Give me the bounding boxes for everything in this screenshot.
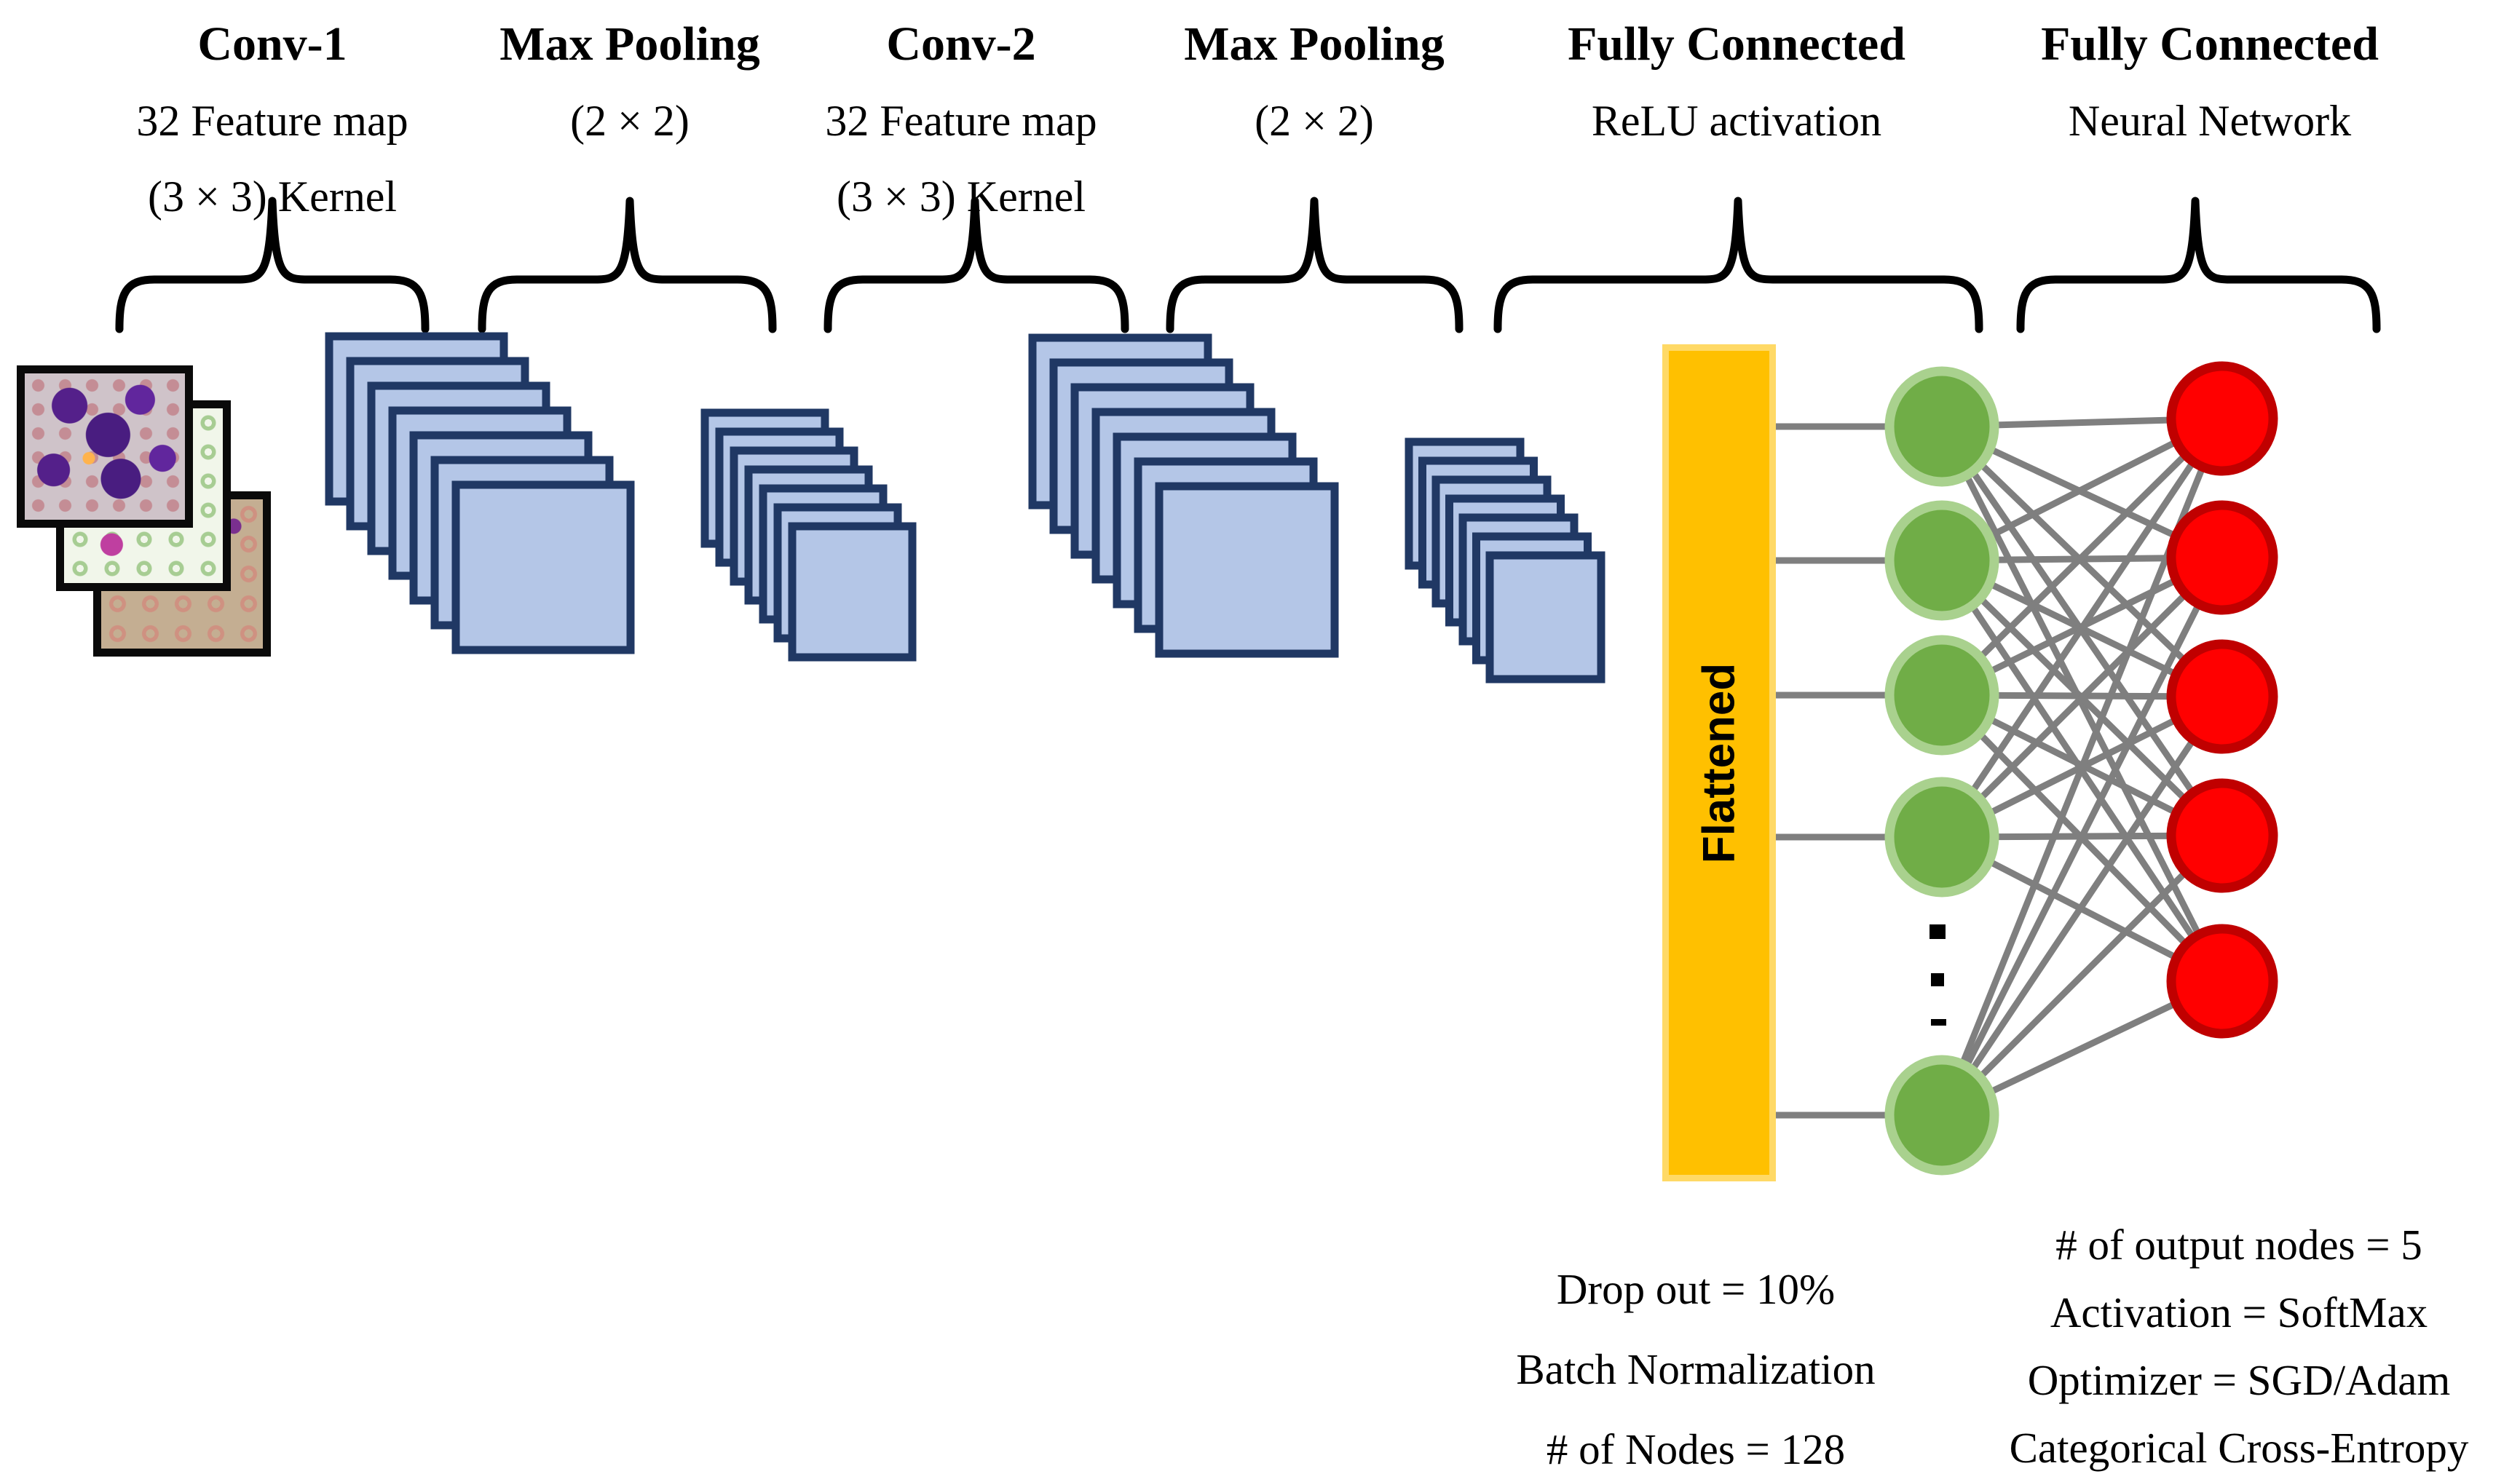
stage-subtitle: 32 Feature map — [825, 97, 1097, 145]
hidden-to-output-connection — [1939, 555, 2225, 840]
output-layer-notes: # of output nodes = 5 Activation = SoftM… — [1911, 1211, 2520, 1474]
stage-title: Fully Connected — [1568, 17, 1905, 71]
note-line: Drop out = 10% — [1556, 1265, 1836, 1313]
stage-subtitle: ReLU activation — [1591, 97, 1882, 145]
stage-subtitle: (3 × 3) Kernel — [147, 173, 398, 221]
label-maxpool2: Max Pooling (2 × 2) — [1038, 6, 1591, 159]
hidden-layer-ellipsis-mark — [1931, 973, 1944, 986]
stage-title: Max Pooling — [1184, 17, 1445, 71]
stage-subtitle: (3 × 3) Kernel — [836, 173, 1086, 221]
maxpool1-feature-map — [788, 522, 917, 662]
label-conv1: Conv-1 32 Feature map (3 × 3) Kernel — [0, 6, 549, 234]
stage-brace — [2016, 197, 2381, 333]
hidden-to-output-connection — [1938, 424, 2226, 983]
hidden-node — [1884, 366, 1999, 487]
stage-brace — [823, 197, 1129, 333]
hidden-to-output-connection — [1939, 833, 2225, 1118]
hidden-node — [1884, 1055, 1999, 1176]
label-fully-connected-relu: Fully Connected ReLU activation — [1460, 6, 2013, 159]
label-fully-connected-output: Fully Connected Neural Network — [1933, 6, 2487, 159]
conv1-feature-map — [451, 480, 635, 654]
stage-subtitle: Neural Network — [2068, 97, 2352, 145]
maxpool2-feature-map — [1485, 551, 1605, 683]
hidden-to-output-connection — [1939, 694, 2225, 1117]
note-line: Activation = SoftMax — [2050, 1288, 2428, 1336]
dense-layer-notes: Drop out = 10% Batch Normalization # of … — [1368, 1249, 2023, 1474]
stage-title: Max Pooling — [499, 17, 760, 71]
stage-subtitle: (2 × 2) — [570, 97, 690, 145]
stage-brace — [1166, 197, 1464, 333]
note-line: # of Nodes = 128 — [1546, 1425, 1846, 1473]
hidden-node — [1884, 500, 1999, 621]
note-line: Optimizer = SGD/Adam — [2027, 1356, 2451, 1404]
conv2-feature-map — [1155, 482, 1339, 658]
output-node — [2166, 500, 2278, 615]
note-line: # of output nodes = 5 — [2055, 1221, 2422, 1269]
hidden-layer-ellipsis-mark — [1930, 924, 1946, 939]
label-maxpool1: Max Pooling (2 × 2) — [353, 6, 907, 159]
note-line: Batch Normalization — [1516, 1345, 1876, 1393]
hidden-to-output-connection — [1939, 416, 2225, 698]
input-image-blood-smear-front — [17, 365, 193, 528]
hidden-to-output-connection — [1939, 416, 2225, 839]
hidden-node — [1884, 777, 1999, 898]
flattened-layer-bar: Flattened — [1662, 344, 1776, 1181]
stage-title: Conv-2 — [886, 17, 1036, 71]
stage-brace — [1493, 197, 1983, 333]
flattened-label: Flattened — [1694, 662, 1745, 863]
hidden-node — [1884, 635, 1999, 756]
note-line: Categorical Cross-Entropy — [2009, 1424, 2469, 1472]
stage-brace — [115, 197, 430, 333]
output-node — [2166, 924, 2278, 1039]
stage-subtitle: 32 Feature map — [136, 97, 408, 145]
output-node — [2166, 639, 2278, 754]
stage-title: Fully Connected — [2041, 17, 2379, 71]
stage-subtitle: (2 × 2) — [1255, 97, 1374, 145]
label-conv2: Conv-2 32 Feature map (3 × 3) Kernel — [684, 6, 1238, 234]
hidden-layer-ellipsis-mark — [1931, 1019, 1946, 1026]
stage-title: Conv-1 — [197, 17, 347, 71]
output-node — [2166, 361, 2278, 476]
stage-brace — [478, 197, 777, 333]
output-node — [2166, 778, 2278, 893]
hidden-to-output-connection — [1938, 555, 2226, 1117]
